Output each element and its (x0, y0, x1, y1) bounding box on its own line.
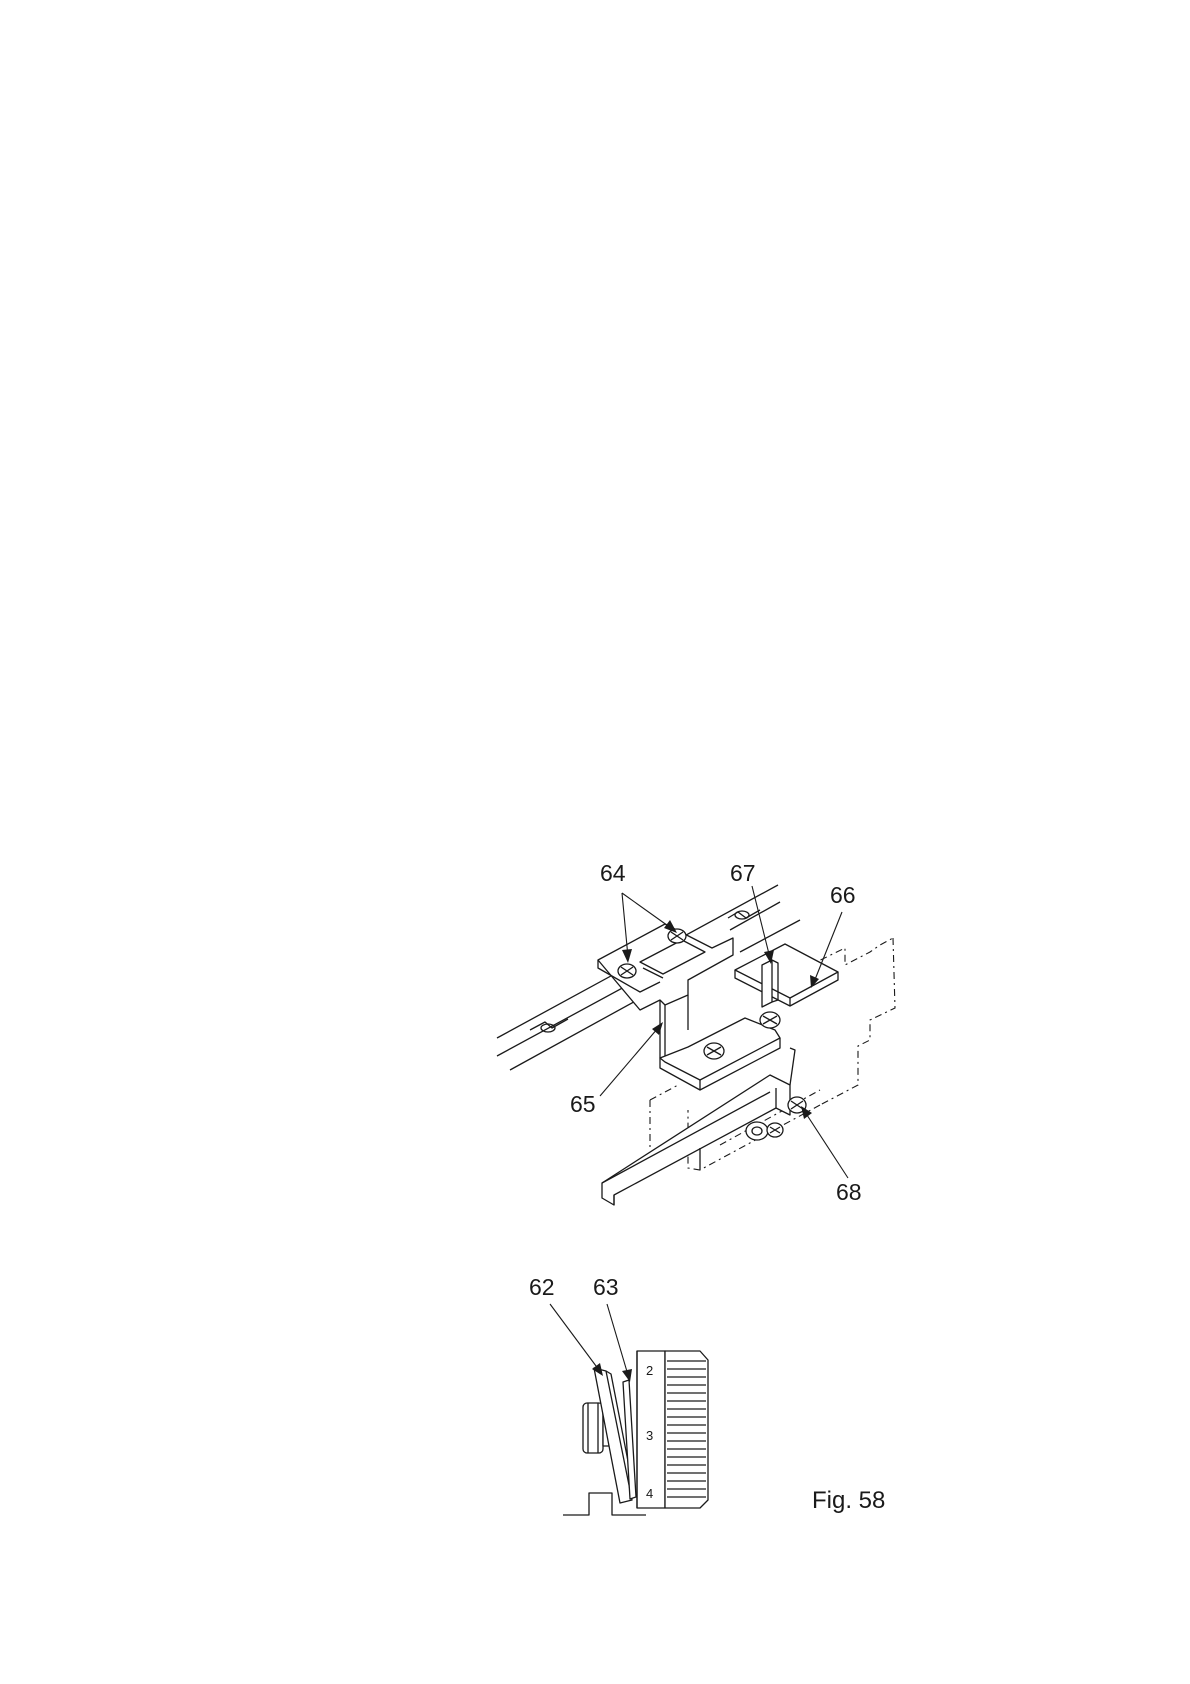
callout-63: 63 (593, 1274, 619, 1300)
screw-icon (767, 1123, 783, 1137)
screw-icon (704, 1043, 724, 1059)
callout-62: 62 (529, 1274, 555, 1300)
callout-leaders-lower (550, 1304, 632, 1382)
callout-68: 68 (836, 1179, 862, 1205)
dial-mark-4: 4 (646, 1486, 653, 1501)
dial-mark-3: 3 (646, 1428, 653, 1443)
screw-icon (746, 1122, 768, 1140)
callout-64: 64 (600, 860, 626, 886)
upper-assembly-drawing: 64 67 66 65 68 (497, 860, 895, 1205)
plate-66 (735, 944, 838, 1006)
figure-caption: Fig. 58 (812, 1487, 885, 1515)
screw-icon (618, 964, 636, 978)
callout-65: 65 (570, 1091, 596, 1117)
callout-66: 66 (830, 882, 856, 908)
screw-icon (668, 929, 686, 943)
lower-assembly-drawing: 2 3 4 62 63 (529, 1274, 708, 1515)
adjustment-dial: 2 3 4 (637, 1351, 708, 1508)
screw-icon (760, 1012, 780, 1028)
dial-mark-2: 2 (646, 1363, 653, 1378)
callout-67: 67 (730, 860, 756, 886)
